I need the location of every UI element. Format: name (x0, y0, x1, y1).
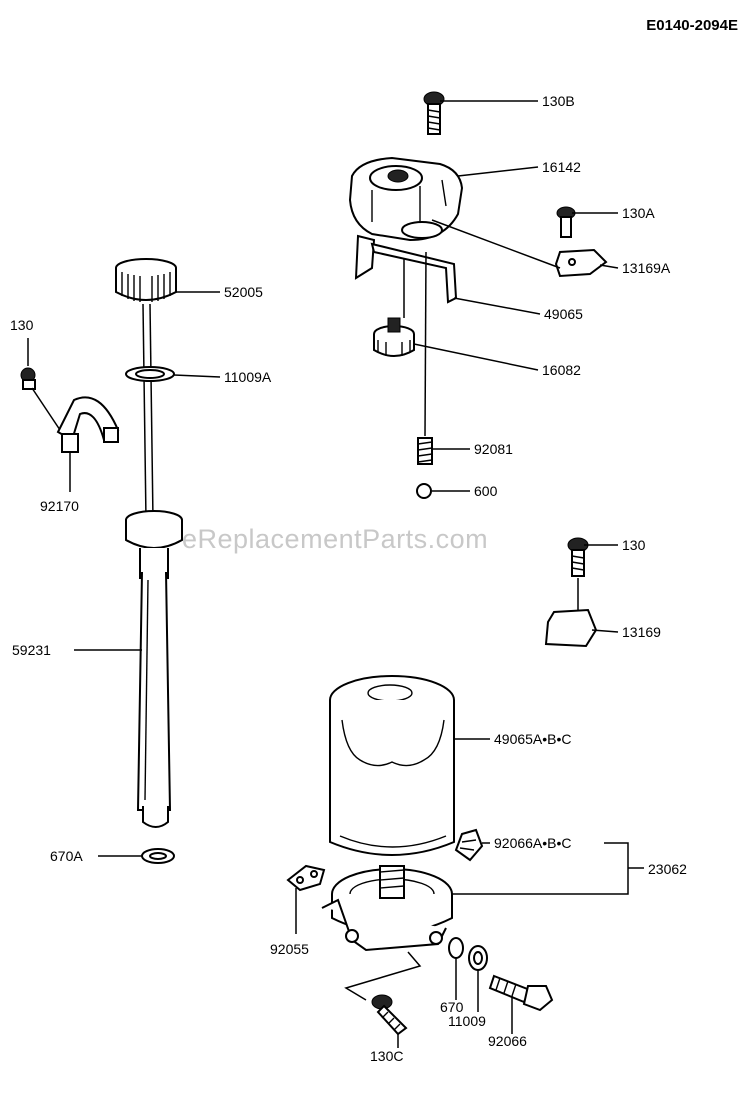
part-670A-oring (141, 848, 175, 864)
label-13169: 13169 (622, 624, 661, 640)
base-to-130C-line (344, 951, 422, 1001)
part-92081-spring (417, 437, 433, 465)
part-92066ABC-plug (454, 828, 484, 862)
part-130-bolt-left (20, 367, 61, 431)
part-49065-bracket (354, 234, 458, 304)
label-11009A: 11009A (224, 369, 272, 385)
label-670: 670 (440, 999, 464, 1015)
label-130B: 130B (542, 93, 575, 109)
label-16142: 16142 (542, 159, 581, 175)
label-92066ABC: 92066A•B•C (494, 835, 572, 851)
bracket-to-plate-line (431, 219, 561, 269)
label-670A: 670A (50, 848, 83, 864)
part-13169A-plate (554, 248, 608, 278)
part-600-ball (416, 483, 432, 499)
leader-lines (27, 100, 644, 1048)
part-49065ABC-filter (329, 675, 455, 856)
part-11009A-ring (125, 366, 175, 382)
part-13169-plate (544, 608, 598, 648)
part-130B-bolt (423, 91, 445, 135)
label-130C: 130C (370, 1048, 403, 1064)
label-92081: 92081 (474, 441, 513, 457)
label-52005: 52005 (224, 284, 263, 300)
part-23062-base (321, 865, 453, 952)
part-92170-clamp (56, 396, 120, 453)
part-dipstick-rod (142, 303, 154, 521)
label-49065: 49065 (544, 306, 583, 322)
label-11009: 11009 (448, 1013, 486, 1029)
label-92170: 92170 (40, 498, 79, 514)
label-600: 600 (474, 483, 498, 499)
part-670-oring (448, 937, 464, 959)
label-92055: 92055 (270, 941, 309, 957)
part-92066-bolt (488, 974, 554, 1012)
watermark: eReplacementParts.com (182, 524, 488, 554)
label-92066: 92066 (488, 1033, 527, 1049)
part-92055-gasket (286, 864, 326, 892)
part-52005-cap (115, 258, 177, 302)
part-130A-bolt (556, 206, 576, 238)
label-13169A: 13169A (622, 260, 671, 276)
label-59231: 59231 (12, 642, 51, 658)
part-59231-tube (125, 510, 183, 828)
label-23062: 23062 (648, 861, 687, 877)
diagram-code: E0140-2094E (646, 17, 738, 34)
label-130-right: 130 (622, 537, 646, 553)
part-16082-gear (373, 317, 415, 357)
label-130A: 130A (622, 205, 655, 221)
governor-assembly-line (424, 251, 427, 437)
part-11009-washer (468, 945, 488, 971)
label-130-left: 130 (10, 317, 34, 333)
label-49065ABC: 49065A•B•C (494, 731, 572, 747)
part-130C-bolt (371, 994, 408, 1036)
part-16142-housing (348, 156, 464, 242)
part-130-bolt-right (567, 537, 589, 577)
label-16082: 16082 (542, 362, 581, 378)
